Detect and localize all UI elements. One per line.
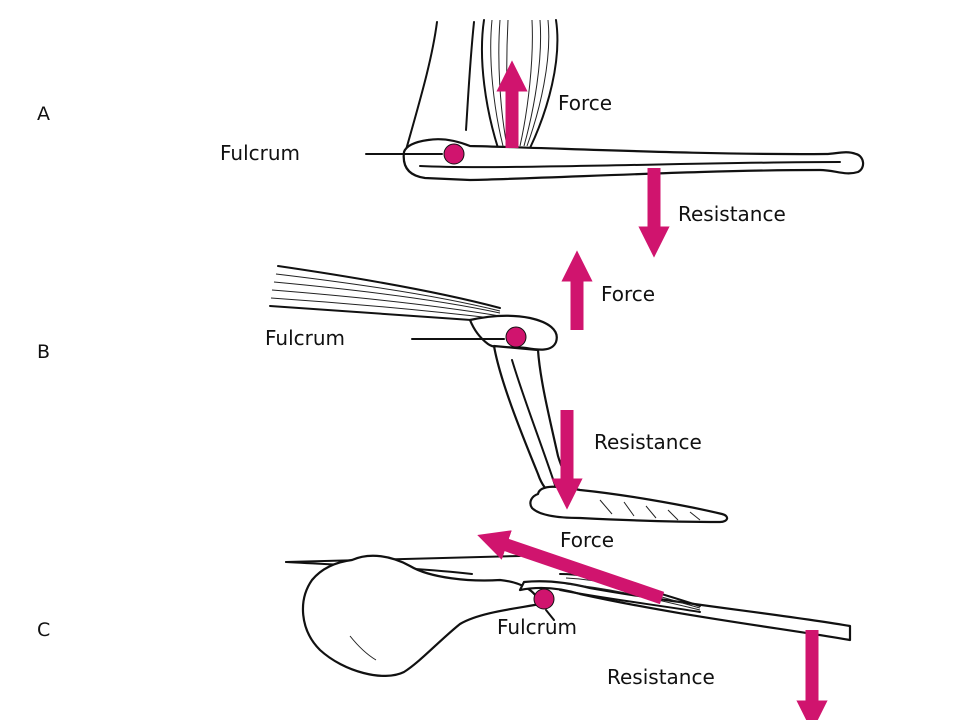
panel-b-resistance-label: Resistance [594,430,702,454]
panel-a-fulcrum-label: Fulcrum [220,141,300,165]
panel-c-force-arrow [477,530,665,605]
panel-c-letter: C [37,619,50,641]
panel-c-fulcrum-label: Fulcrum [497,615,577,639]
panel-a-fulcrum-dot [443,143,465,165]
panel-c-fulcrum-leader [545,609,555,621]
panel-b-fulcrum-label: Fulcrum [265,326,345,350]
panel-a-muscle [480,19,559,149]
panel-a-letter: A [37,103,50,125]
panel-b-fulcrum-dot [505,326,527,348]
panel-a: A Fulcrum Force Resistance [37,19,865,258]
panel-c-scapula [301,554,542,677]
panel-b-foot [529,485,729,524]
panel-a-humerus [405,21,475,151]
panel-b-letter: B [37,341,50,363]
panel-b: B Fulcrum Force Resistance [37,250,729,524]
panel-b-force-label: Force [601,282,655,306]
panel-c: C Fulcrum Force Resistance [37,528,852,720]
panel-a-resistance-label: Resistance [678,202,786,226]
panel-a-forearm [402,138,865,182]
panel-a-force-label: Force [558,91,612,115]
panel-c-fulcrum-dot [533,588,555,610]
panel-b-muscle [269,265,501,323]
panel-c-force-label: Force [560,528,614,552]
panel-c-resistance-label: Resistance [607,665,715,689]
